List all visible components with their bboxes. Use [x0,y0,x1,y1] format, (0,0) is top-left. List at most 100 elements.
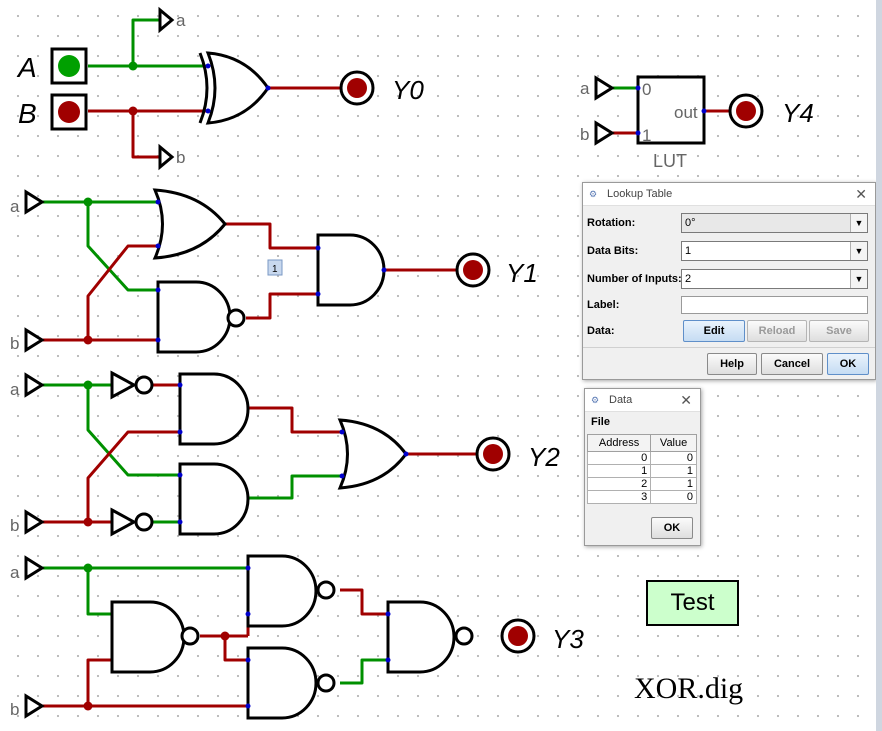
y1-label-b: b [10,334,19,353]
data-bits-select[interactable]: 1▼ [681,241,868,261]
data-bits-value: 1 [685,245,692,257]
wire-y1-mid [225,222,458,320]
value-cell[interactable]: 0 [650,490,697,504]
y2-label-b: b [10,516,19,535]
tunnel-b-out [158,143,175,171]
value-cell[interactable]: 1 [650,464,697,478]
rotation-value: 0° [685,217,696,229]
xor-gate [205,51,270,125]
and-gate-y2-top [178,372,250,446]
output-leds [339,70,764,654]
tunnel-lut-a [594,75,615,101]
wire-b-low [88,109,208,159]
y2-label-a: a [10,380,20,399]
ok-button[interactable]: OK [827,353,869,375]
address-header: Address [586,434,652,452]
reload-button[interactable]: Reload [747,320,807,342]
and-gate-y1 [316,233,386,307]
value-cell[interactable]: 0 [650,451,697,465]
wire-a-high [88,18,208,68]
wire-y2-or [248,406,478,456]
test-button[interactable]: Test [646,580,739,626]
data-title: Data [609,394,633,406]
tunnel-a-out [158,6,175,34]
wire-y3-b [42,658,248,708]
wire-y3-low [340,658,388,685]
output-y2: Y2 [528,442,560,472]
nand-gate-y3-4 [386,600,456,674]
tunnel-lut-b [594,120,615,146]
output-y3: Y3 [552,624,584,654]
not-gate-y2-b [110,507,138,537]
address-cell[interactable]: 0 [586,451,652,465]
data-bits-label: Data Bits: [587,245,639,257]
y3-label-a: a [10,563,20,582]
value-cell[interactable]: 1 [650,477,697,491]
inputs-select[interactable]: 2▼ [681,269,868,289]
rotation-label: Rotation: [587,217,636,229]
close-icon[interactable]: ✕ [680,391,692,408]
or-gate-y1 [152,188,227,260]
close-icon[interactable]: ✕ [855,185,867,202]
window-edge [876,0,882,731]
wire-y2-a [42,383,180,477]
y1-label-a: a [10,197,20,216]
file-caption: XOR.dig [634,672,744,705]
output-y4: Y4 [782,98,814,128]
label-B: B [18,98,37,129]
file-menu[interactable]: File [591,416,610,428]
help-button[interactable]: Help [707,353,757,375]
lookup-table-titlebar: ⚙ Lookup Table ✕ [583,183,875,206]
not-gate-y2-a [110,370,138,400]
address-cell[interactable]: 2 [586,477,652,491]
save-button[interactable]: Save [809,320,869,342]
output-y0: Y0 [392,75,424,105]
wire-lut-b-out [612,109,730,135]
lut-out: out [674,103,698,122]
data-ok-button[interactable]: OK [651,517,693,539]
lut-name: LUT [653,151,687,171]
lut-in0: 0 [642,80,651,99]
nand-gate-y3-3 [246,646,318,720]
wire-y2-b [42,430,180,524]
label-input[interactable] [681,296,868,314]
and-marker [267,259,283,276]
cancel-button[interactable]: Cancel [761,353,823,375]
lut-label-a: a [580,79,590,98]
address-cell[interactable]: 3 [586,490,652,504]
or-gate-y2 [337,418,408,490]
inputs-label: Number of Inputs: [587,273,682,285]
chevron-down-icon[interactable]: ▼ [850,242,867,260]
tunnel-label-a: a [176,11,186,30]
y3-label-b: b [10,700,19,719]
rotation-select[interactable]: 0° ▼ [681,213,868,233]
lookup-table-title: Lookup Table [607,188,673,200]
cog-icon: ⚙ [591,394,600,405]
lookup-table-dialog: ⚙ Lookup Table ✕ Rotation: 0° ▼ Data Bits… [582,182,876,380]
and-marker-text: 1 [272,264,278,275]
label-A: A [16,52,37,83]
and-gate-y2-bottom [178,462,250,536]
data-label: Data: [587,325,615,337]
nand-gate-y3-1 [110,600,186,674]
address-cell[interactable]: 1 [586,464,652,478]
data-titlebar: ⚙ Data ✕ [585,389,700,412]
wire-y3-a [42,566,248,616]
lut-box [636,75,706,145]
tunnel-pins [24,6,615,719]
chevron-down-icon[interactable]: ▼ [850,214,867,232]
label-label: Label: [587,299,620,311]
chevron-down-icon[interactable]: ▼ [850,270,867,288]
tunnel-label-b: b [176,148,185,167]
junctions [83,61,230,711]
wire-y1-b [42,244,158,342]
nand-gate-y1 [156,280,232,354]
inputs-value: 2 [685,273,692,285]
edit-button[interactable]: Edit [683,320,745,342]
lut-label-b: b [580,125,589,144]
